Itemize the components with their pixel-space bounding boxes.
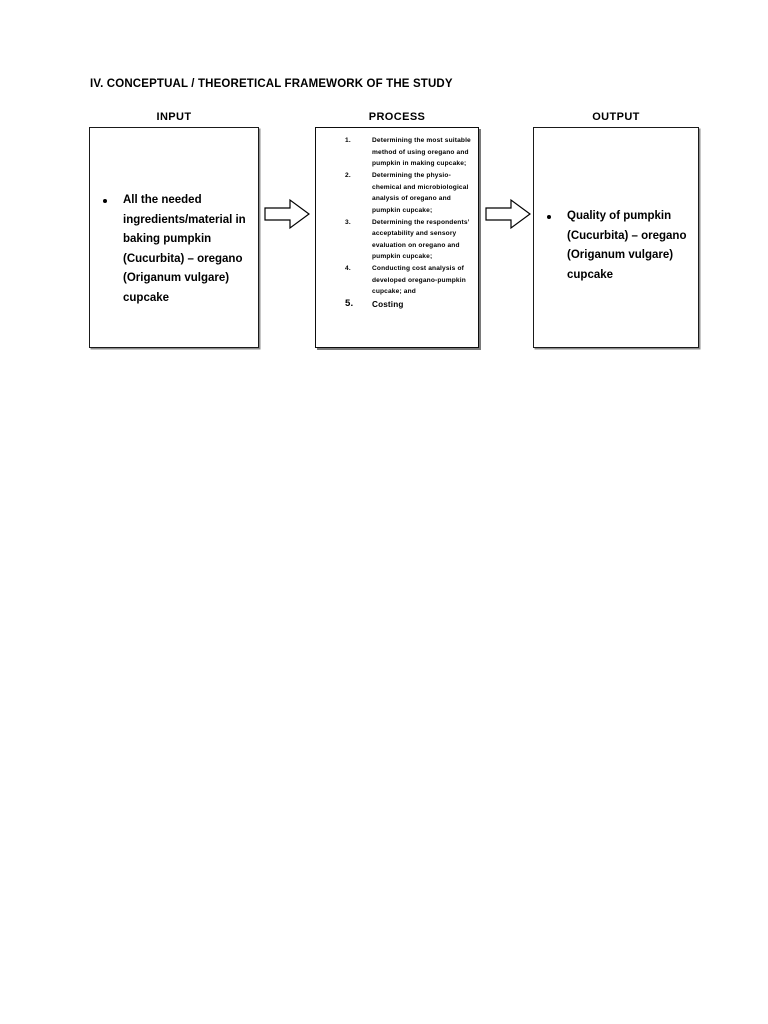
process-numbered-list: 1. Determining the most suitable method … — [316, 135, 480, 313]
bullet-icon — [547, 214, 551, 219]
list-item-number: 4. — [345, 265, 351, 272]
list-item: 2. Determining the physio-chemical and m… — [316, 170, 480, 216]
list-item-text: Conducting cost analysis of developed or… — [372, 265, 466, 295]
list-item-text: Determining the most suitable method of … — [372, 137, 471, 167]
page-title: IV. CONCEPTUAL / THEORETICAL FRAMEWORK O… — [90, 78, 453, 90]
input-box: All the needed ingredients/material in b… — [89, 127, 259, 348]
list-item: All the needed ingredients/material in b… — [90, 191, 260, 308]
list-item: 3. Determining the respondents’ acceptab… — [316, 217, 480, 263]
input-bullet-list: All the needed ingredients/material in b… — [90, 191, 260, 308]
right-arrow-icon — [485, 198, 531, 230]
list-item-number: 5. — [345, 298, 354, 309]
list-item: 1. Determining the most suitable method … — [316, 135, 480, 170]
list-item-number: 2. — [345, 172, 351, 179]
output-bullet-list: Quality of pumpkin (Cucurbita) – oregano… — [534, 207, 700, 285]
list-item: 4. Conducting cost analysis of developed… — [316, 263, 480, 298]
list-item: 5. Costing — [316, 298, 480, 312]
bullet-icon — [103, 198, 107, 203]
list-item-text: Determining the respondents’ acceptabili… — [372, 218, 470, 261]
output-item-text: Quality of pumpkin (Cucurbita) – oregano… — [567, 210, 687, 281]
list-item: Quality of pumpkin (Cucurbita) – oregano… — [534, 207, 700, 285]
arrow-process-to-output — [485, 198, 531, 230]
right-arrow-icon — [264, 198, 310, 230]
output-box: Quality of pumpkin (Cucurbita) – oregano… — [533, 127, 699, 348]
column-header-output: OUTPUT — [592, 111, 640, 123]
list-item-number: 1. — [345, 137, 351, 144]
list-item-number: 3. — [345, 218, 351, 226]
process-box: 1. Determining the most suitable method … — [315, 127, 479, 348]
arrow-input-to-process — [264, 198, 310, 230]
input-item-text: All the needed ingredients/material in b… — [123, 194, 246, 304]
column-header-process: PROCESS — [368, 111, 426, 123]
list-item-text: Determining the physio-chemical and micr… — [372, 172, 469, 214]
column-header-input: INPUT — [156, 111, 192, 123]
list-item-text: Costing — [372, 300, 404, 309]
